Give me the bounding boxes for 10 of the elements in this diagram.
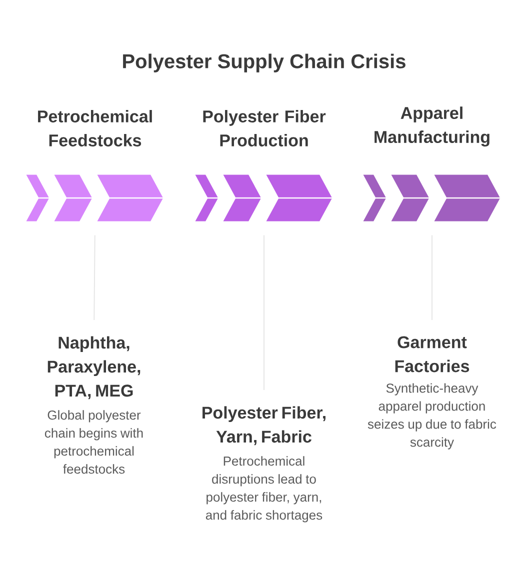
- stage-heading: Apparel Manufacturing: [374, 106, 490, 146]
- stage-text: Garment Factories Synthetic-heavy apparel production seizes up due to fabric scarcity: [368, 336, 496, 450]
- title: Polyester Supply Chain Crisis: [123, 54, 406, 72]
- chevron-drawing: [360, 173, 502, 223]
- stage-heading: Petrochemical Feedstocks: [38, 110, 152, 146]
- chevron-drawing: [24, 173, 165, 223]
- chevron-drawing: [192, 173, 334, 223]
- stage-text: Naphtha, Paraxylene, PTA, MEG Global polyester chain begins with petrochemical feedstocks: [44, 336, 143, 474]
- stage-heading: Polyester Fiber Production: [203, 110, 326, 146]
- stage-text: Polyester Fiber, Yarn, Fabric Petrochemical disruptions lead to polyester fiber, yarn, and fabric shortages: [202, 406, 326, 522]
